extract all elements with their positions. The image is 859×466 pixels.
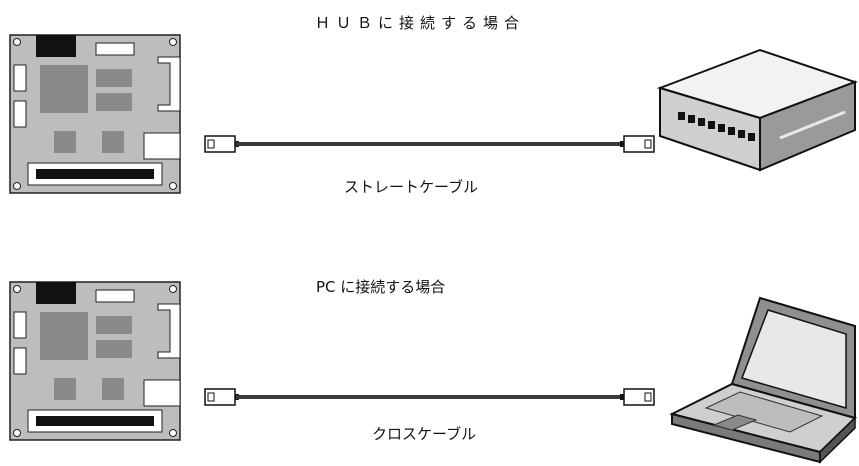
rj45-connector-icon xyxy=(619,135,655,153)
pc-section-title: PC に接続する場合 xyxy=(316,278,446,296)
rj45-connector-icon xyxy=(619,388,655,406)
circuit-board-icon xyxy=(9,281,181,441)
rj45-connector-icon xyxy=(204,135,240,153)
straight-cable-label: ストレートケーブル xyxy=(344,178,479,196)
hub-section-title: ＨＵＢに接続する場合 xyxy=(315,14,526,32)
laptop-icon xyxy=(669,296,857,464)
hub-icon xyxy=(656,48,858,172)
cross-cable-label: クロスケーブル xyxy=(372,425,477,443)
rj45-connector-icon xyxy=(204,388,240,406)
circuit-board-icon xyxy=(9,34,181,194)
